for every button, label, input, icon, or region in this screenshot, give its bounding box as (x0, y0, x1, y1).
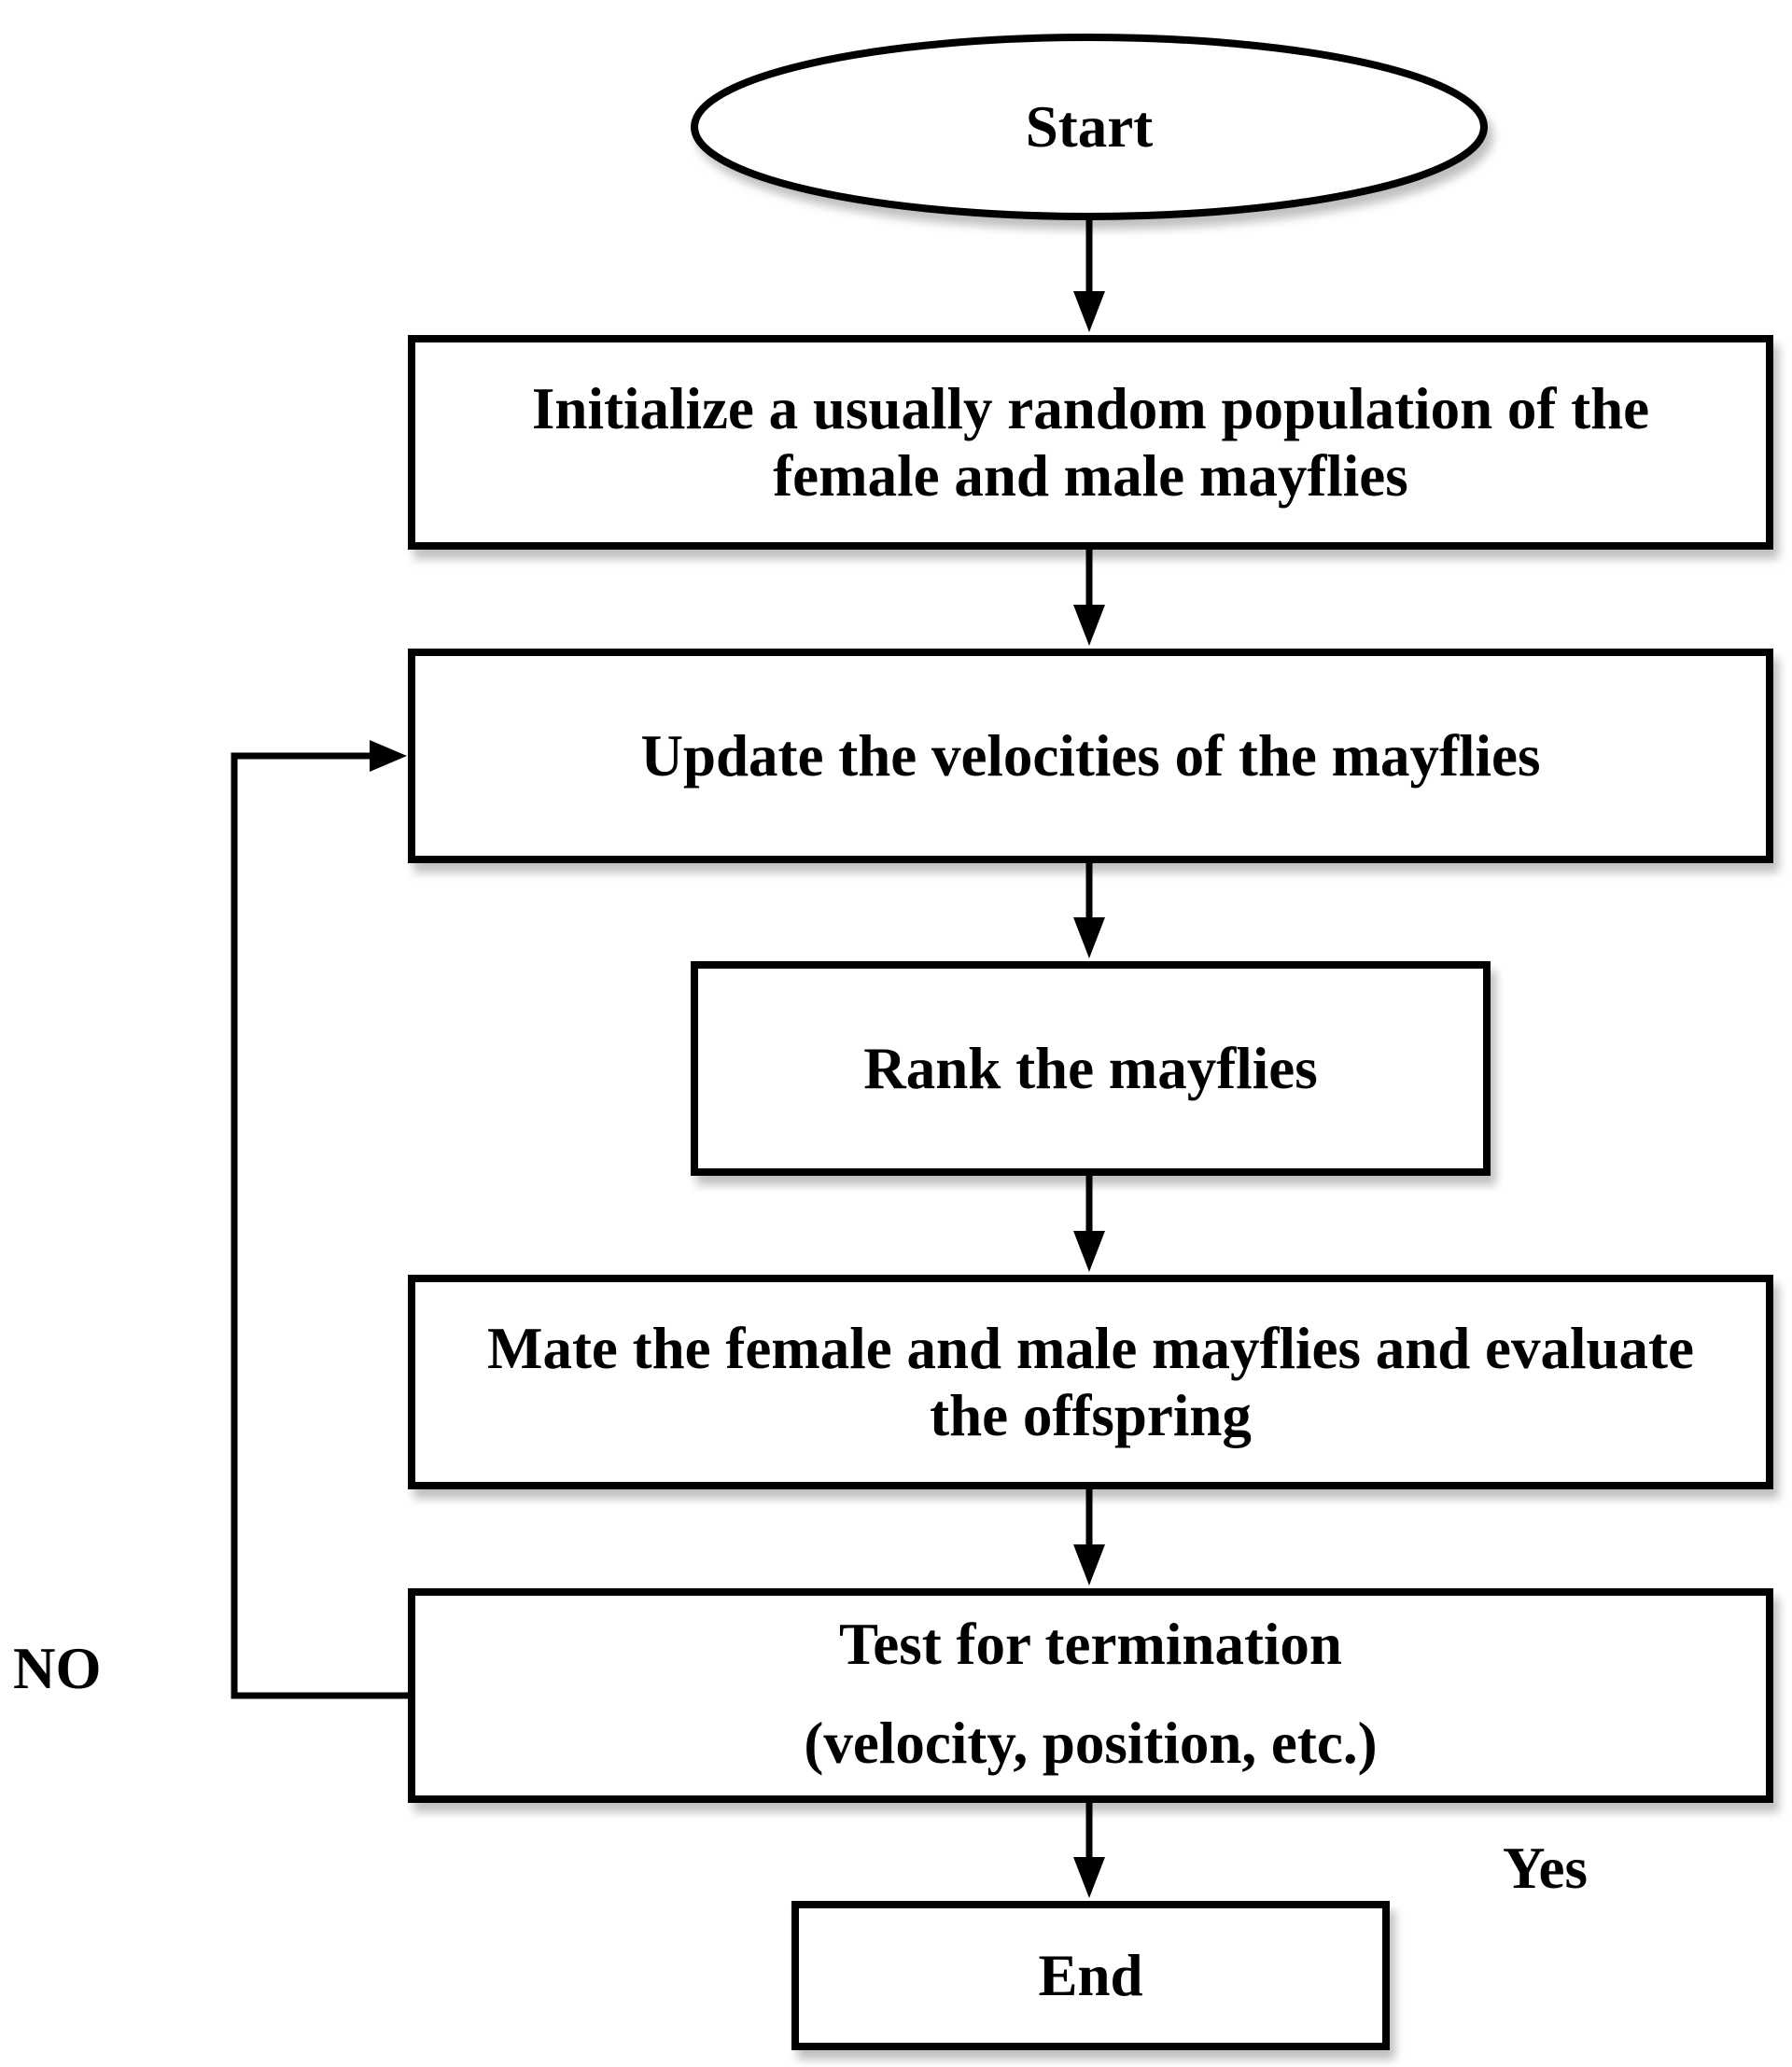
mate-evaluate-line2: the offspring (930, 1383, 1252, 1448)
test-termination-line2: (velocity, position, etc.) (804, 1711, 1378, 1776)
arrow-update-to-rank (1073, 863, 1105, 958)
arrow-start-to-init (1073, 216, 1105, 332)
mate-evaluate-line1: Mate the female and male mayflies and ev… (486, 1316, 1694, 1381)
update-velocities-box (408, 649, 1773, 863)
mate-evaluate-box (408, 1275, 1773, 1489)
update-velocities-label: Update the velocities of the mayflies (412, 652, 1770, 859)
initialize-population-label: Initialize a usually random population o… (412, 339, 1770, 546)
end-node (791, 1901, 1390, 2050)
test-termination-box (408, 1588, 1773, 1803)
initialize-population-line1: Initialize a usually random population o… (531, 376, 1650, 441)
arrow-init-to-update (1073, 550, 1105, 646)
end-text: End (1038, 1943, 1143, 2008)
no-label: NO (13, 1636, 102, 1701)
arrow-mate-to-test (1073, 1489, 1105, 1585)
arrow-loop-back-no (231, 740, 412, 1699)
initialize-population-box (408, 335, 1773, 550)
arrow-rank-to-mate (1073, 1176, 1105, 1272)
start-text: Start (1025, 94, 1154, 160)
initialize-population-line2: female and male mayflies (773, 443, 1408, 509)
rank-mayflies-box (691, 961, 1491, 1176)
test-termination-label: Test for termination (velocity, position… (412, 1592, 1770, 1799)
start-label: Start (694, 93, 1484, 161)
yes-label: Yes (1503, 1836, 1588, 1901)
test-termination-line1: Test for termination (839, 1612, 1342, 1677)
rank-mayflies-label: Rank the mayflies (694, 965, 1487, 1172)
mate-evaluate-label: Mate the female and male mayflies and ev… (412, 1278, 1770, 1486)
end-label: End (795, 1905, 1386, 2046)
update-velocities-text: Update the velocities of the mayflies (640, 723, 1541, 789)
arrow-test-to-end (1073, 1803, 1105, 1898)
rank-mayflies-text: Rank the mayflies (863, 1036, 1318, 1101)
